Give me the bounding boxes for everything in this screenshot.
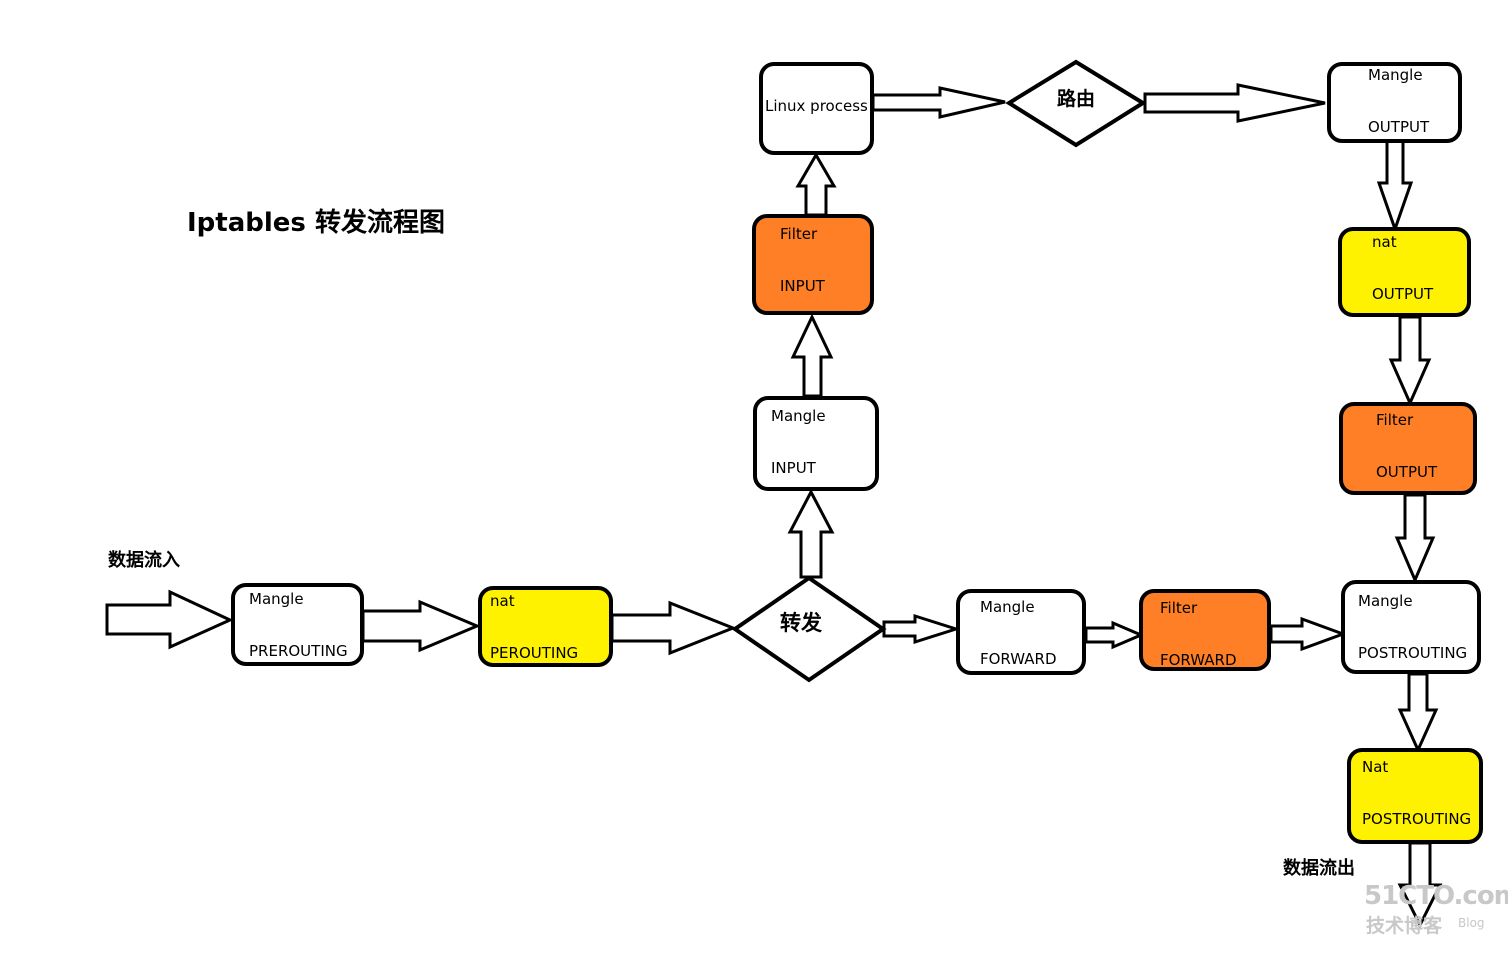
diamond-routing xyxy=(1005,59,1147,148)
box-mangle-prerouting xyxy=(231,583,364,666)
box-mangle-postrouting xyxy=(1341,580,1481,674)
nat-postrouting-top: Nat xyxy=(1362,758,1389,776)
linux-process-label: Linux process xyxy=(765,97,868,115)
box-filter-forward xyxy=(1139,589,1271,671)
mangle-prerouting-top: Mangle xyxy=(249,590,304,608)
box-mangle-input xyxy=(753,396,879,491)
arrow-mangle-to-filter-forward xyxy=(1084,620,1145,650)
data-in-label: 数据流入 xyxy=(108,550,180,571)
arrow-data-in xyxy=(105,589,234,650)
nat-output-top: nat xyxy=(1372,233,1397,251)
watermark-brand: 51CTO.com xyxy=(1364,881,1508,911)
routing-decision-label: 路由 xyxy=(1057,88,1096,110)
arrow-filter-forward-to-post xyxy=(1269,616,1348,652)
mangle-prerouting-bottom: PREROUTING xyxy=(249,642,348,660)
box-filter-output xyxy=(1339,402,1477,495)
box-nat-output xyxy=(1338,227,1471,317)
box-nat-prerouting xyxy=(478,586,613,667)
arrow-forward-to-mangle xyxy=(882,613,961,645)
nat-prerouting-bottom: PEROUTING xyxy=(490,644,579,662)
box-linux-process xyxy=(759,62,874,155)
box-mangle-output xyxy=(1327,62,1462,143)
filter-forward-top: Filter xyxy=(1160,599,1198,617)
arrow-route-to-mangle-output xyxy=(1143,83,1326,123)
arrow-mangle-input-to-filter xyxy=(790,313,834,398)
mangle-input-top: Mangle xyxy=(771,407,826,425)
forward-decision-label: 转发 xyxy=(780,611,822,635)
diamond-forward xyxy=(731,575,887,683)
arrow-postrouting-down xyxy=(1397,672,1439,754)
mangle-output-bottom: OUTPUT xyxy=(1368,118,1430,136)
arrow-filter-output-down xyxy=(1394,493,1436,584)
mangle-forward-bottom: FORWARD xyxy=(980,650,1057,668)
arrow-nat-output-down xyxy=(1388,315,1432,407)
arrow-linux-to-route xyxy=(871,86,1006,119)
mangle-postrouting-bottom: POSTROUTING xyxy=(1358,644,1468,662)
filter-output-bottom: OUTPUT xyxy=(1376,463,1438,481)
data-out-label: 数据流出 xyxy=(1283,858,1355,879)
watermark-sub: 技术博客 xyxy=(1366,915,1443,937)
arrow-data-out xyxy=(1397,841,1443,929)
filter-input-bottom: INPUT xyxy=(780,277,825,295)
arrow-filter-to-linux xyxy=(795,152,837,217)
box-mangle-forward xyxy=(956,589,1086,675)
arrow-prerouting-to-nat xyxy=(361,599,481,653)
mangle-forward-top: Mangle xyxy=(980,598,1035,616)
box-filter-input xyxy=(752,214,874,315)
filter-input-top: Filter xyxy=(780,225,818,243)
arrow-mangle-output-down xyxy=(1376,139,1414,234)
mangle-input-bottom: INPUT xyxy=(771,459,816,477)
watermark-blog: Blog xyxy=(1458,916,1485,930)
filter-forward-bottom: FORWARD xyxy=(1160,651,1237,669)
arrow-nat-to-forward xyxy=(610,600,738,656)
nat-prerouting-top: nat xyxy=(490,592,515,610)
diagram-title: Iptables 转发流程图 xyxy=(187,208,445,238)
nat-output-bottom: OUTPUT xyxy=(1372,285,1434,303)
watermark-logo: 51CTO.com 技术博客 Blog xyxy=(1364,883,1508,943)
filter-output-top: Filter xyxy=(1376,411,1414,429)
box-nat-postrouting xyxy=(1347,748,1483,844)
arrow-forward-to-mangle-input xyxy=(787,488,835,579)
mangle-output-top: Mangle xyxy=(1368,66,1423,84)
nat-postrouting-bottom: POSTROUTING xyxy=(1362,810,1472,828)
mangle-postrouting-top: Mangle xyxy=(1358,592,1413,610)
